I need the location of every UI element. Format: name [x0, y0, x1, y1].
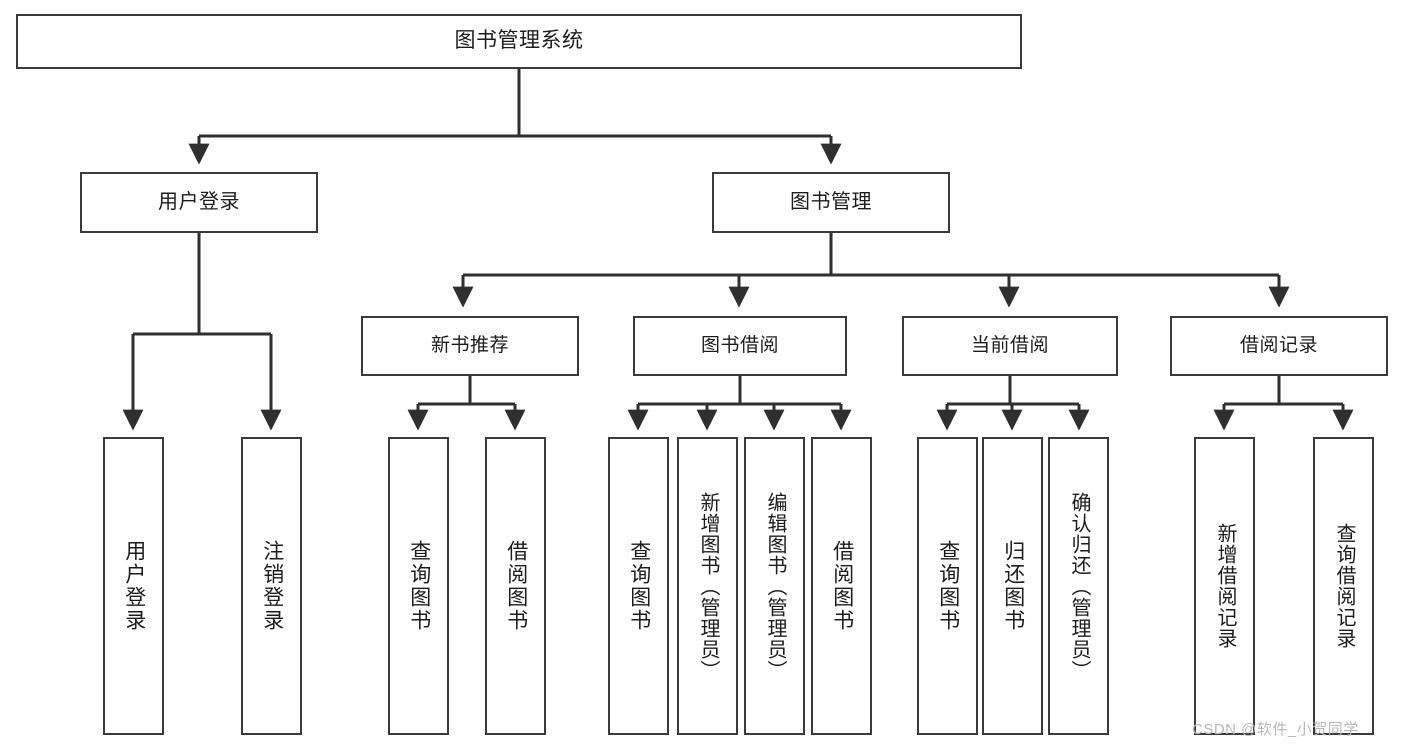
node-book-borrow[interactable]: 图书借阅 [633, 316, 847, 376]
leaf-query-record[interactable]: 查询借阅记录 [1313, 437, 1374, 735]
leaf-add-record-label: 新增借阅记录 [1214, 523, 1236, 649]
leaf-query-book-2[interactable]: 查询图书 [608, 437, 669, 735]
leaf-borrow-book-2-label: 借阅图书 [830, 540, 854, 632]
leaf-borrow-book-1[interactable]: 借阅图书 [485, 437, 546, 735]
leaf-edit-book[interactable]: 编辑图书（管理员） [744, 437, 805, 735]
leaf-add-book-label: 新增图书（管理员） [697, 491, 719, 681]
node-root[interactable]: 图书管理系统 [16, 14, 1022, 69]
node-book-borrow-label: 图书借阅 [700, 335, 779, 357]
node-user-login-label: 用户登录 [158, 191, 240, 213]
node-borrow-record[interactable]: 借阅记录 [1170, 316, 1388, 376]
leaf-query-book-3[interactable]: 查询图书 [917, 437, 978, 735]
leaf-logout-login-label: 注销登录 [260, 540, 284, 632]
leaf-return-book[interactable]: 归还图书 [982, 437, 1043, 735]
leaf-query-book-1[interactable]: 查询图书 [388, 437, 449, 735]
leaf-query-book-2-label: 查询图书 [627, 540, 651, 632]
leaf-user-login-label: 用户登录 [122, 540, 146, 632]
node-new-book-recommend[interactable]: 新书推荐 [361, 316, 579, 376]
node-book-manage[interactable]: 图书管理 [712, 172, 950, 233]
node-borrow-record-label: 借阅记录 [1239, 335, 1318, 357]
leaf-add-book[interactable]: 新增图书（管理员） [677, 437, 738, 735]
node-book-manage-label: 图书管理 [790, 191, 872, 213]
leaf-query-record-label: 查询借阅记录 [1333, 523, 1355, 649]
leaf-logout-login[interactable]: 注销登录 [241, 437, 302, 735]
leaf-add-record[interactable]: 新增借阅记录 [1194, 437, 1255, 735]
leaf-borrow-book-1-label: 借阅图书 [504, 540, 528, 632]
leaf-borrow-book-2[interactable]: 借阅图书 [811, 437, 872, 735]
node-new-book-recommend-label: 新书推荐 [430, 335, 509, 357]
leaf-confirm-return[interactable]: 确认归还（管理员） [1048, 437, 1109, 735]
csdn-watermark: CSDN @软件_小贺同学 [1192, 721, 1359, 738]
leaf-confirm-return-label: 确认归还（管理员） [1068, 491, 1090, 681]
leaf-user-login[interactable]: 用户登录 [103, 437, 164, 735]
node-root-label: 图书管理系统 [454, 29, 584, 53]
node-current-borrow[interactable]: 当前借阅 [902, 316, 1118, 376]
leaf-edit-book-label: 编辑图书（管理员） [764, 491, 786, 681]
leaf-return-book-label: 归还图书 [1001, 540, 1025, 632]
leaf-query-book-1-label: 查询图书 [407, 540, 431, 632]
node-current-borrow-label: 当前借阅 [970, 335, 1049, 357]
leaf-query-book-3-label: 查询图书 [936, 540, 960, 632]
node-user-login[interactable]: 用户登录 [80, 172, 318, 233]
